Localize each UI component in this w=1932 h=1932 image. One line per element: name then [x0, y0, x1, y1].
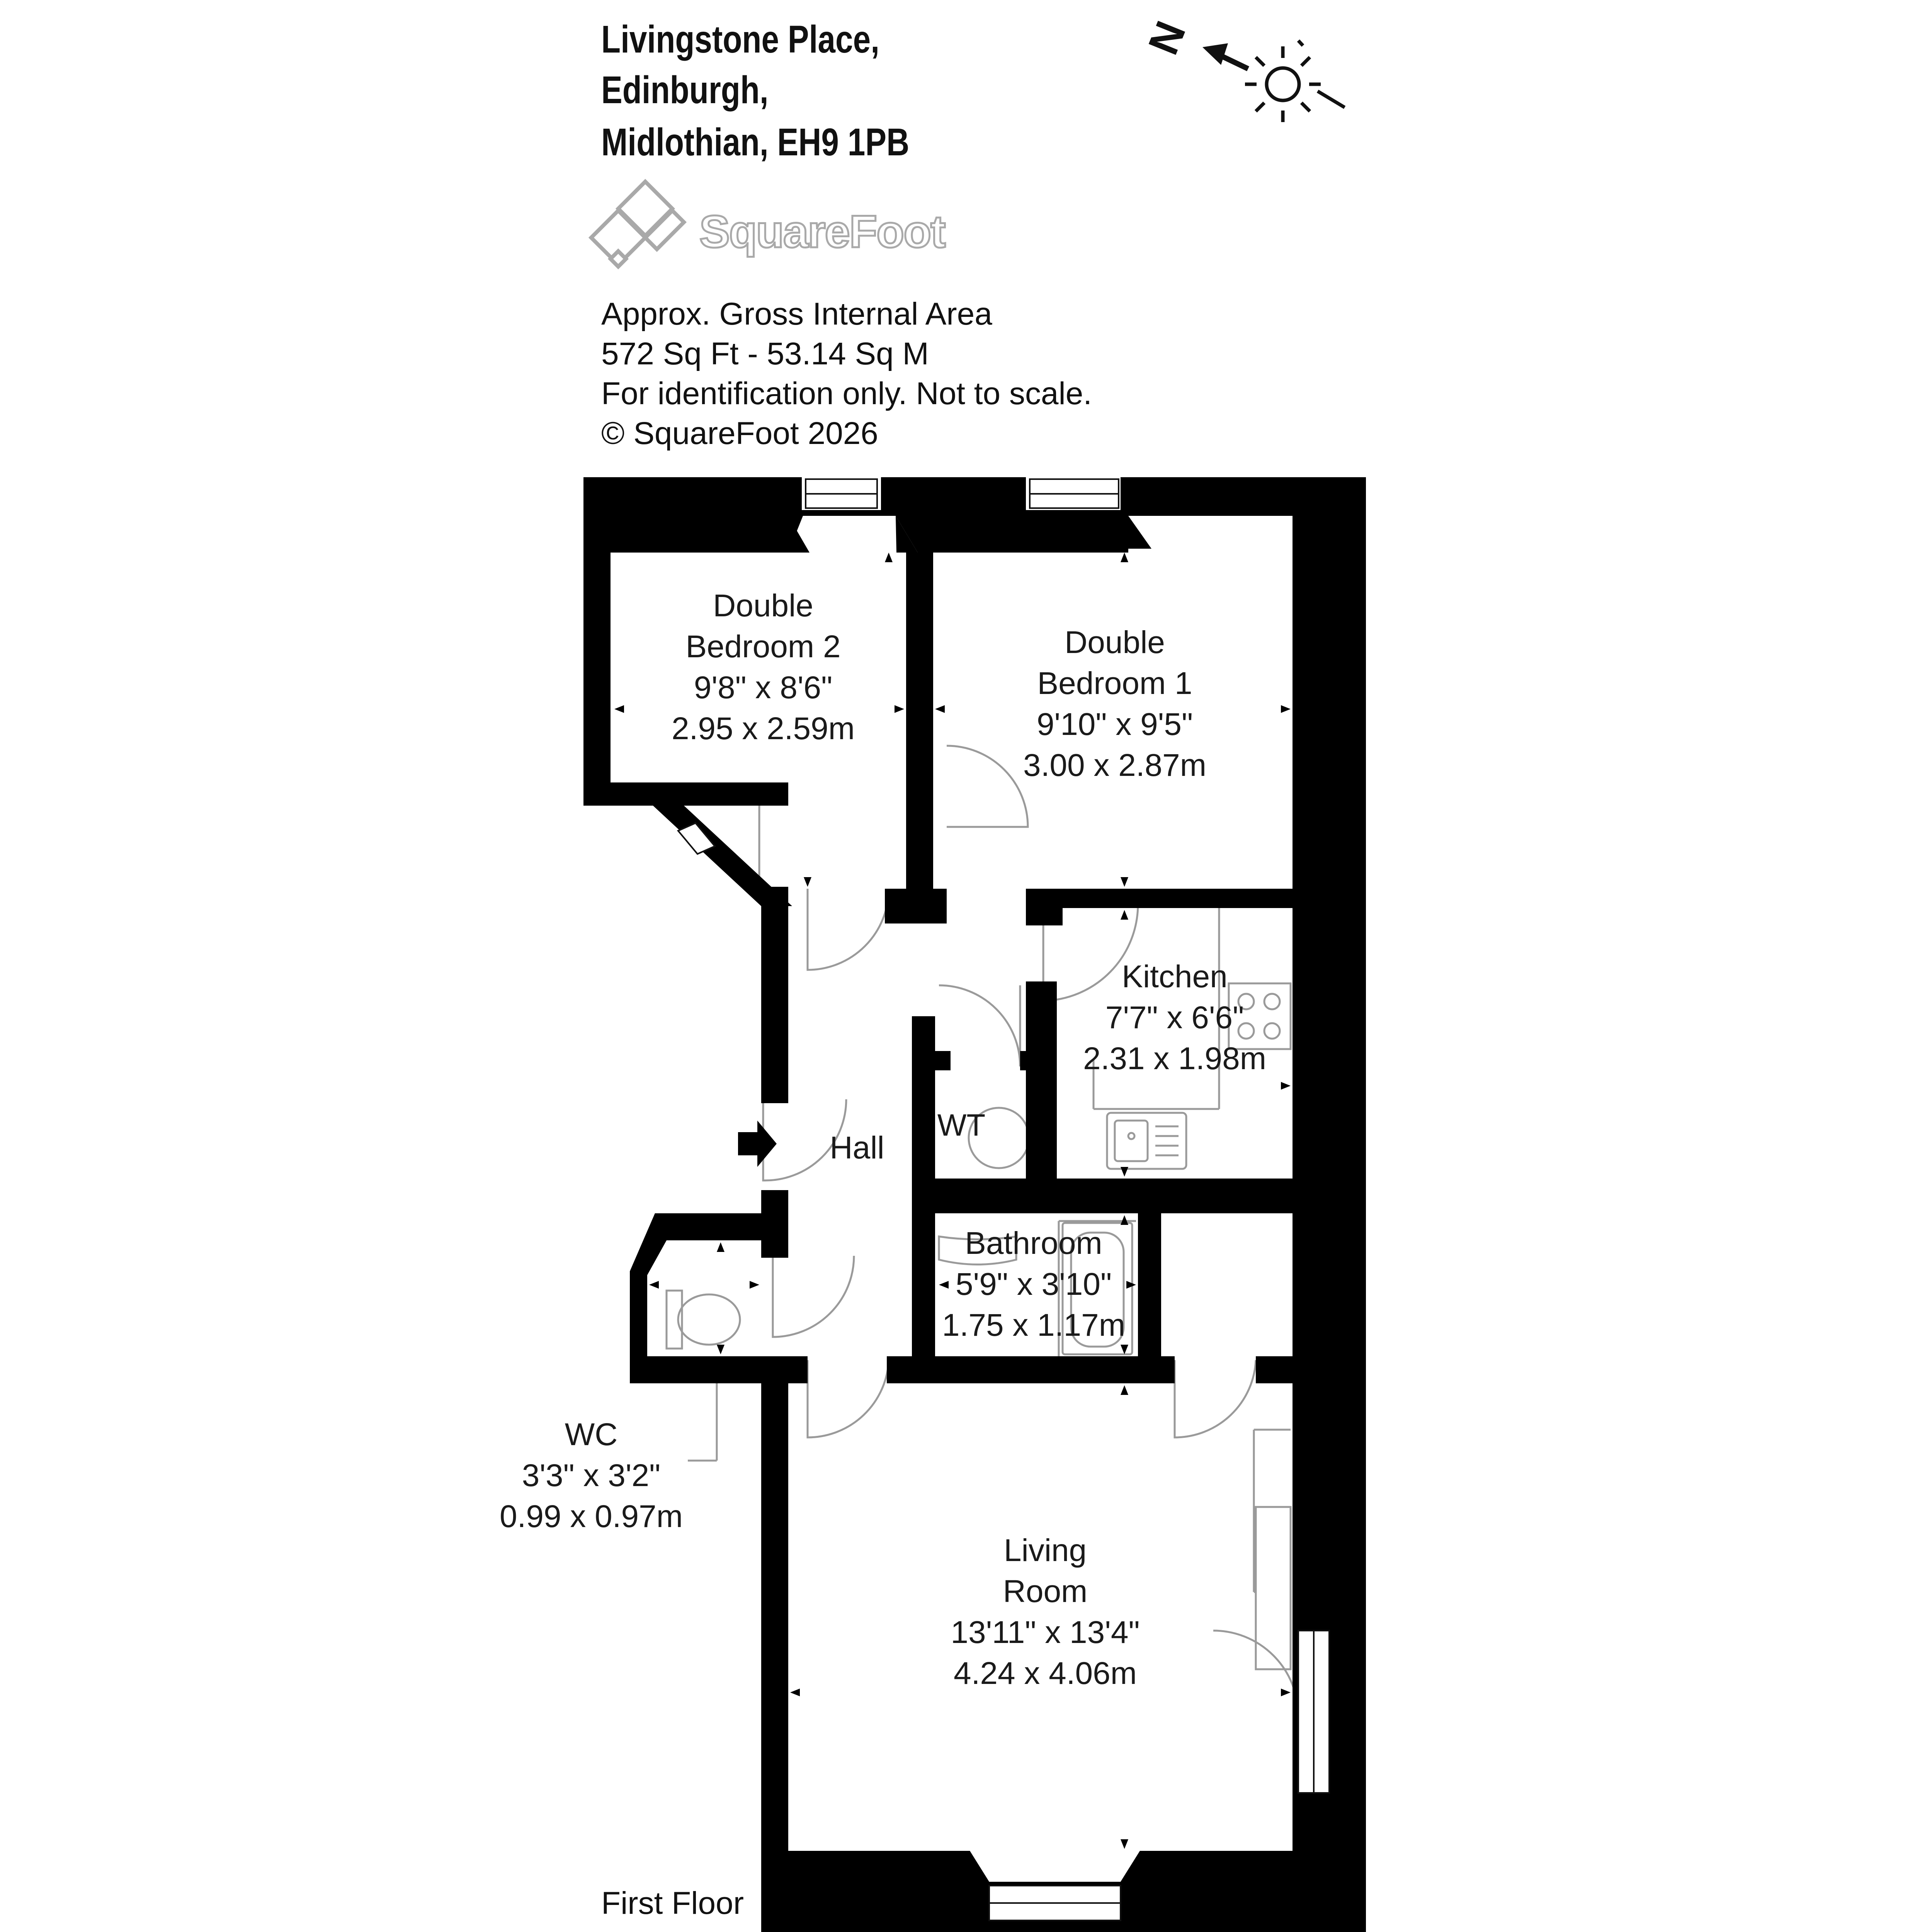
bedroom2-imperial: 9'8" x 8'6"	[694, 670, 833, 705]
bathroom-name: Bathroom	[965, 1226, 1102, 1261]
room-label-kitchen: Kitchen 7'7" x 6'6" 2.31 x 1.98m	[1083, 956, 1266, 1079]
washbasin-icon	[938, 1235, 1017, 1265]
area-info-line-3: For identification only. Not to scale.	[601, 376, 1092, 411]
area-info-line-2: 572 Sq Ft - 53.14 Sq M	[601, 336, 929, 371]
north-letter: N	[1139, 15, 1195, 61]
squarefoot-logo-icon	[588, 179, 687, 270]
hob-icon	[1228, 982, 1292, 1050]
windows	[677, 478, 1330, 1921]
floor-label: First Floor	[601, 1886, 744, 1921]
bedroom2-metric: 2.95 x 2.59m	[671, 711, 855, 746]
north-arrow-icon	[1202, 43, 1250, 71]
bedroom1-imperial: 9'10" x 9'5"	[1036, 707, 1193, 742]
address-line-2: Edinburgh,	[601, 68, 769, 112]
toilet-icon	[665, 1289, 741, 1350]
wc-imperial: 3'3" x 3'2"	[522, 1458, 661, 1493]
bedroom1-name-2: Bedroom 1	[1037, 666, 1192, 701]
brand-name: SquareFoot	[699, 206, 947, 259]
room-label-bedroom-1: Double Bedroom 1 9'10" x 9'5" 3.00 x 2.8…	[1023, 622, 1206, 786]
wc-name: WC	[565, 1417, 618, 1452]
bedroom1-metric: 3.00 x 2.87m	[1023, 748, 1207, 783]
kitchen-metric: 2.31 x 1.98m	[1083, 1041, 1267, 1076]
room-label-hall: Hall	[830, 1128, 884, 1168]
room-label-bedroom-2: Double Bedroom 2 9'8" x 8'6" 2.95 x 2.59…	[672, 585, 855, 749]
bathroom-imperial: 5'9" x 3'10"	[955, 1267, 1112, 1302]
area-info-line-1: Approx. Gross Internal Area	[601, 296, 992, 332]
area-info-line-4: © SquareFoot 2026	[601, 416, 878, 451]
bath-icon	[1061, 1222, 1133, 1355]
entrance-arrow-icon	[738, 1121, 777, 1167]
bathroom-metric: 1.75 x 1.17m	[942, 1308, 1126, 1343]
room-label-bathroom: Bathroom 5'9" x 3'10" 1.75 x 1.17m	[942, 1223, 1125, 1346]
sun-icon	[1245, 39, 1346, 122]
kitchen-name: Kitchen	[1122, 959, 1228, 994]
room-label-wc: WC 3'3" x 3'2" 0.99 x 0.97m	[500, 1414, 683, 1537]
living-name-1: Living	[1003, 1533, 1087, 1568]
wc-metric: 0.99 x 0.97m	[499, 1499, 683, 1534]
window-angled	[677, 822, 716, 855]
hall-name: Hall	[830, 1130, 884, 1165]
dimension-markers	[614, 553, 1291, 1849]
bedroom2-name-1: Double	[713, 588, 813, 623]
living-imperial: 13'11" x 13'4"	[951, 1615, 1140, 1650]
address-line-1: Livingstone Place,	[601, 18, 879, 61]
compass: N	[1139, 15, 1346, 122]
room-label-living-room: Living Room 13'11" x 13'4" 4.24 x 4.06m	[951, 1530, 1139, 1694]
address-line-3: Midlothian, EH9 1PB	[601, 121, 910, 164]
kitchen-sink-icon	[1106, 1112, 1187, 1170]
kitchen-imperial: 7'7" x 6'6"	[1105, 1000, 1244, 1035]
fireplace-icon	[1255, 1506, 1292, 1670]
bedroom1-name-1: Double	[1065, 625, 1165, 660]
bedroom2-name-2: Bedroom 2	[685, 629, 841, 664]
living-metric: 4.24 x 4.06m	[953, 1656, 1137, 1691]
water-tank-label: WT	[937, 1108, 986, 1142]
living-name-2: Room	[1003, 1574, 1088, 1609]
